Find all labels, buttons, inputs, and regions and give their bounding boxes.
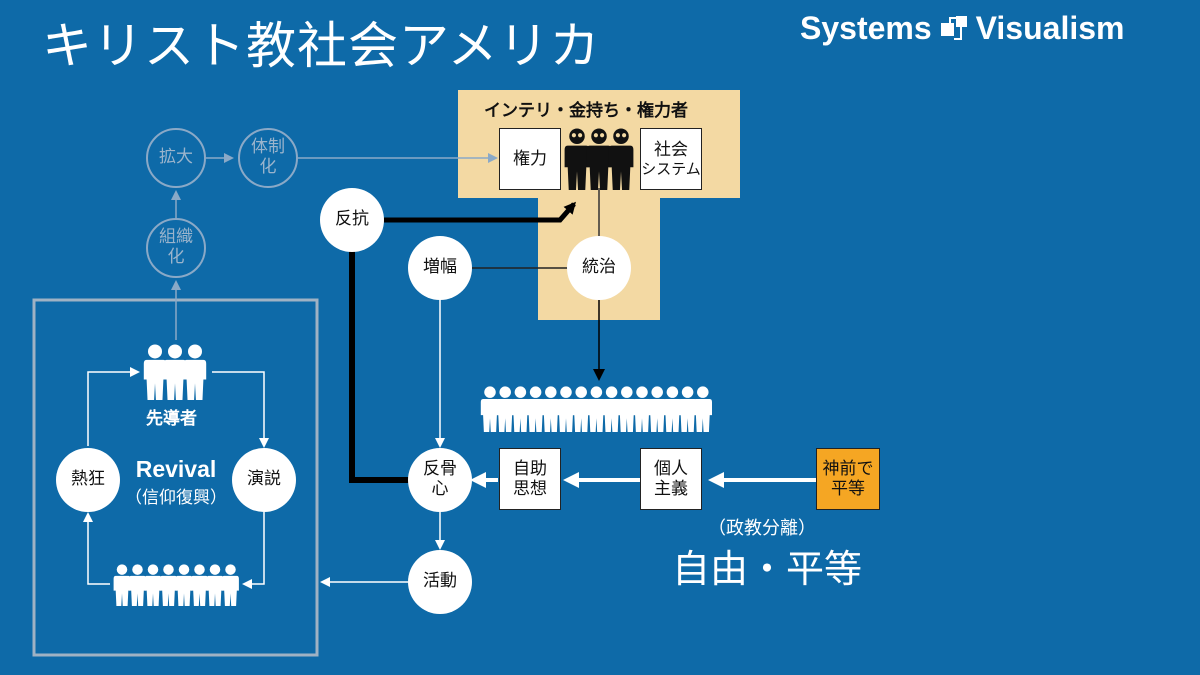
- person-icon: [663, 386, 682, 432]
- govern-node: 統治: [567, 236, 631, 300]
- defiance-line2: 心: [431, 479, 449, 499]
- person-icon: [608, 128, 634, 190]
- leaders-people-icon: [143, 344, 207, 400]
- self-help-line1: 自助: [513, 458, 547, 479]
- person-icon: [222, 564, 239, 606]
- brand-logo: Systems Visualism: [800, 8, 1124, 48]
- institutionalize-node: 体制 化: [238, 128, 298, 188]
- person-icon: [191, 564, 208, 606]
- logo-text-right: Visualism: [975, 9, 1125, 46]
- social-system-line1: 社会: [654, 139, 688, 160]
- person-icon: [693, 386, 712, 432]
- person-icon: [183, 344, 207, 400]
- defiance-node: 反骨 心: [408, 448, 472, 512]
- expand-node: 拡大: [146, 128, 206, 188]
- person-icon: [678, 386, 697, 432]
- revival-title: Revival: [135, 456, 217, 482]
- individualism-line1: 個人: [654, 458, 688, 479]
- person-icon: [556, 386, 576, 432]
- person-icon: [602, 386, 621, 432]
- freedom-equality-caption: 自由・平等: [672, 547, 863, 591]
- person-icon: [113, 564, 131, 606]
- person-icon: [129, 564, 146, 606]
- individualism-box: 個人 主義: [640, 448, 702, 510]
- organize-line2: 化: [167, 247, 185, 267]
- institutionalize-line2: 化: [259, 157, 277, 177]
- fervor-node: 熱狂: [56, 448, 120, 512]
- person-icon: [586, 128, 612, 190]
- revival-label: Revival （信仰復興）: [124, 456, 228, 508]
- self-help-line2: 思想: [513, 479, 547, 499]
- person-icon: [526, 386, 545, 432]
- revival-subtitle: （信仰復興）: [125, 488, 227, 508]
- person-icon: [496, 386, 515, 432]
- social-system-box: 社会 システム: [640, 128, 702, 190]
- person-icon: [480, 386, 500, 432]
- masses-people-icon: [480, 386, 712, 432]
- logo-mark-icon: [940, 14, 968, 42]
- logo-text-left: Systems: [800, 9, 932, 46]
- elite-people-icon: [564, 128, 634, 190]
- activity-node: 活動: [408, 550, 472, 614]
- power-box: 権力: [499, 128, 561, 190]
- defiance-line1: 反骨: [423, 459, 457, 480]
- person-icon: [144, 564, 162, 606]
- self-help-box: 自助 思想: [499, 448, 561, 510]
- elite-panel-label: インテリ・金持ち・権力者: [484, 101, 688, 121]
- person-icon: [511, 386, 530, 432]
- separation-caption: （政教分離）: [708, 518, 816, 539]
- person-icon: [648, 386, 667, 432]
- person-icon: [564, 128, 590, 190]
- person-icon: [206, 564, 224, 606]
- person-icon: [541, 386, 560, 432]
- equal-before-god-line1: 神前で: [822, 458, 874, 479]
- person-icon: [617, 386, 636, 432]
- organize-node: 組織 化: [146, 218, 206, 278]
- person-icon: [143, 344, 167, 400]
- person-icon: [572, 386, 591, 432]
- organize-line1: 組織: [159, 227, 193, 248]
- social-system-line2: システム: [641, 160, 701, 179]
- leader-label: 先導者: [146, 409, 197, 429]
- person-icon: [163, 344, 187, 400]
- resist-node: 反抗: [320, 188, 384, 252]
- followers-people-icon: [113, 564, 239, 606]
- page-title: キリスト教社会アメリカ: [42, 17, 601, 75]
- equal-before-god-line2: 平等: [831, 479, 865, 499]
- person-icon: [587, 386, 606, 432]
- equal-before-god-box: 神前で 平等: [816, 448, 880, 510]
- person-icon: [632, 386, 652, 432]
- speech-node: 演説: [232, 448, 296, 512]
- person-icon: [160, 564, 177, 606]
- institutionalize-line1: 体制: [251, 137, 285, 158]
- amplify-node: 増幅: [408, 236, 472, 300]
- person-icon: [175, 564, 193, 606]
- individualism-line2: 主義: [654, 479, 688, 499]
